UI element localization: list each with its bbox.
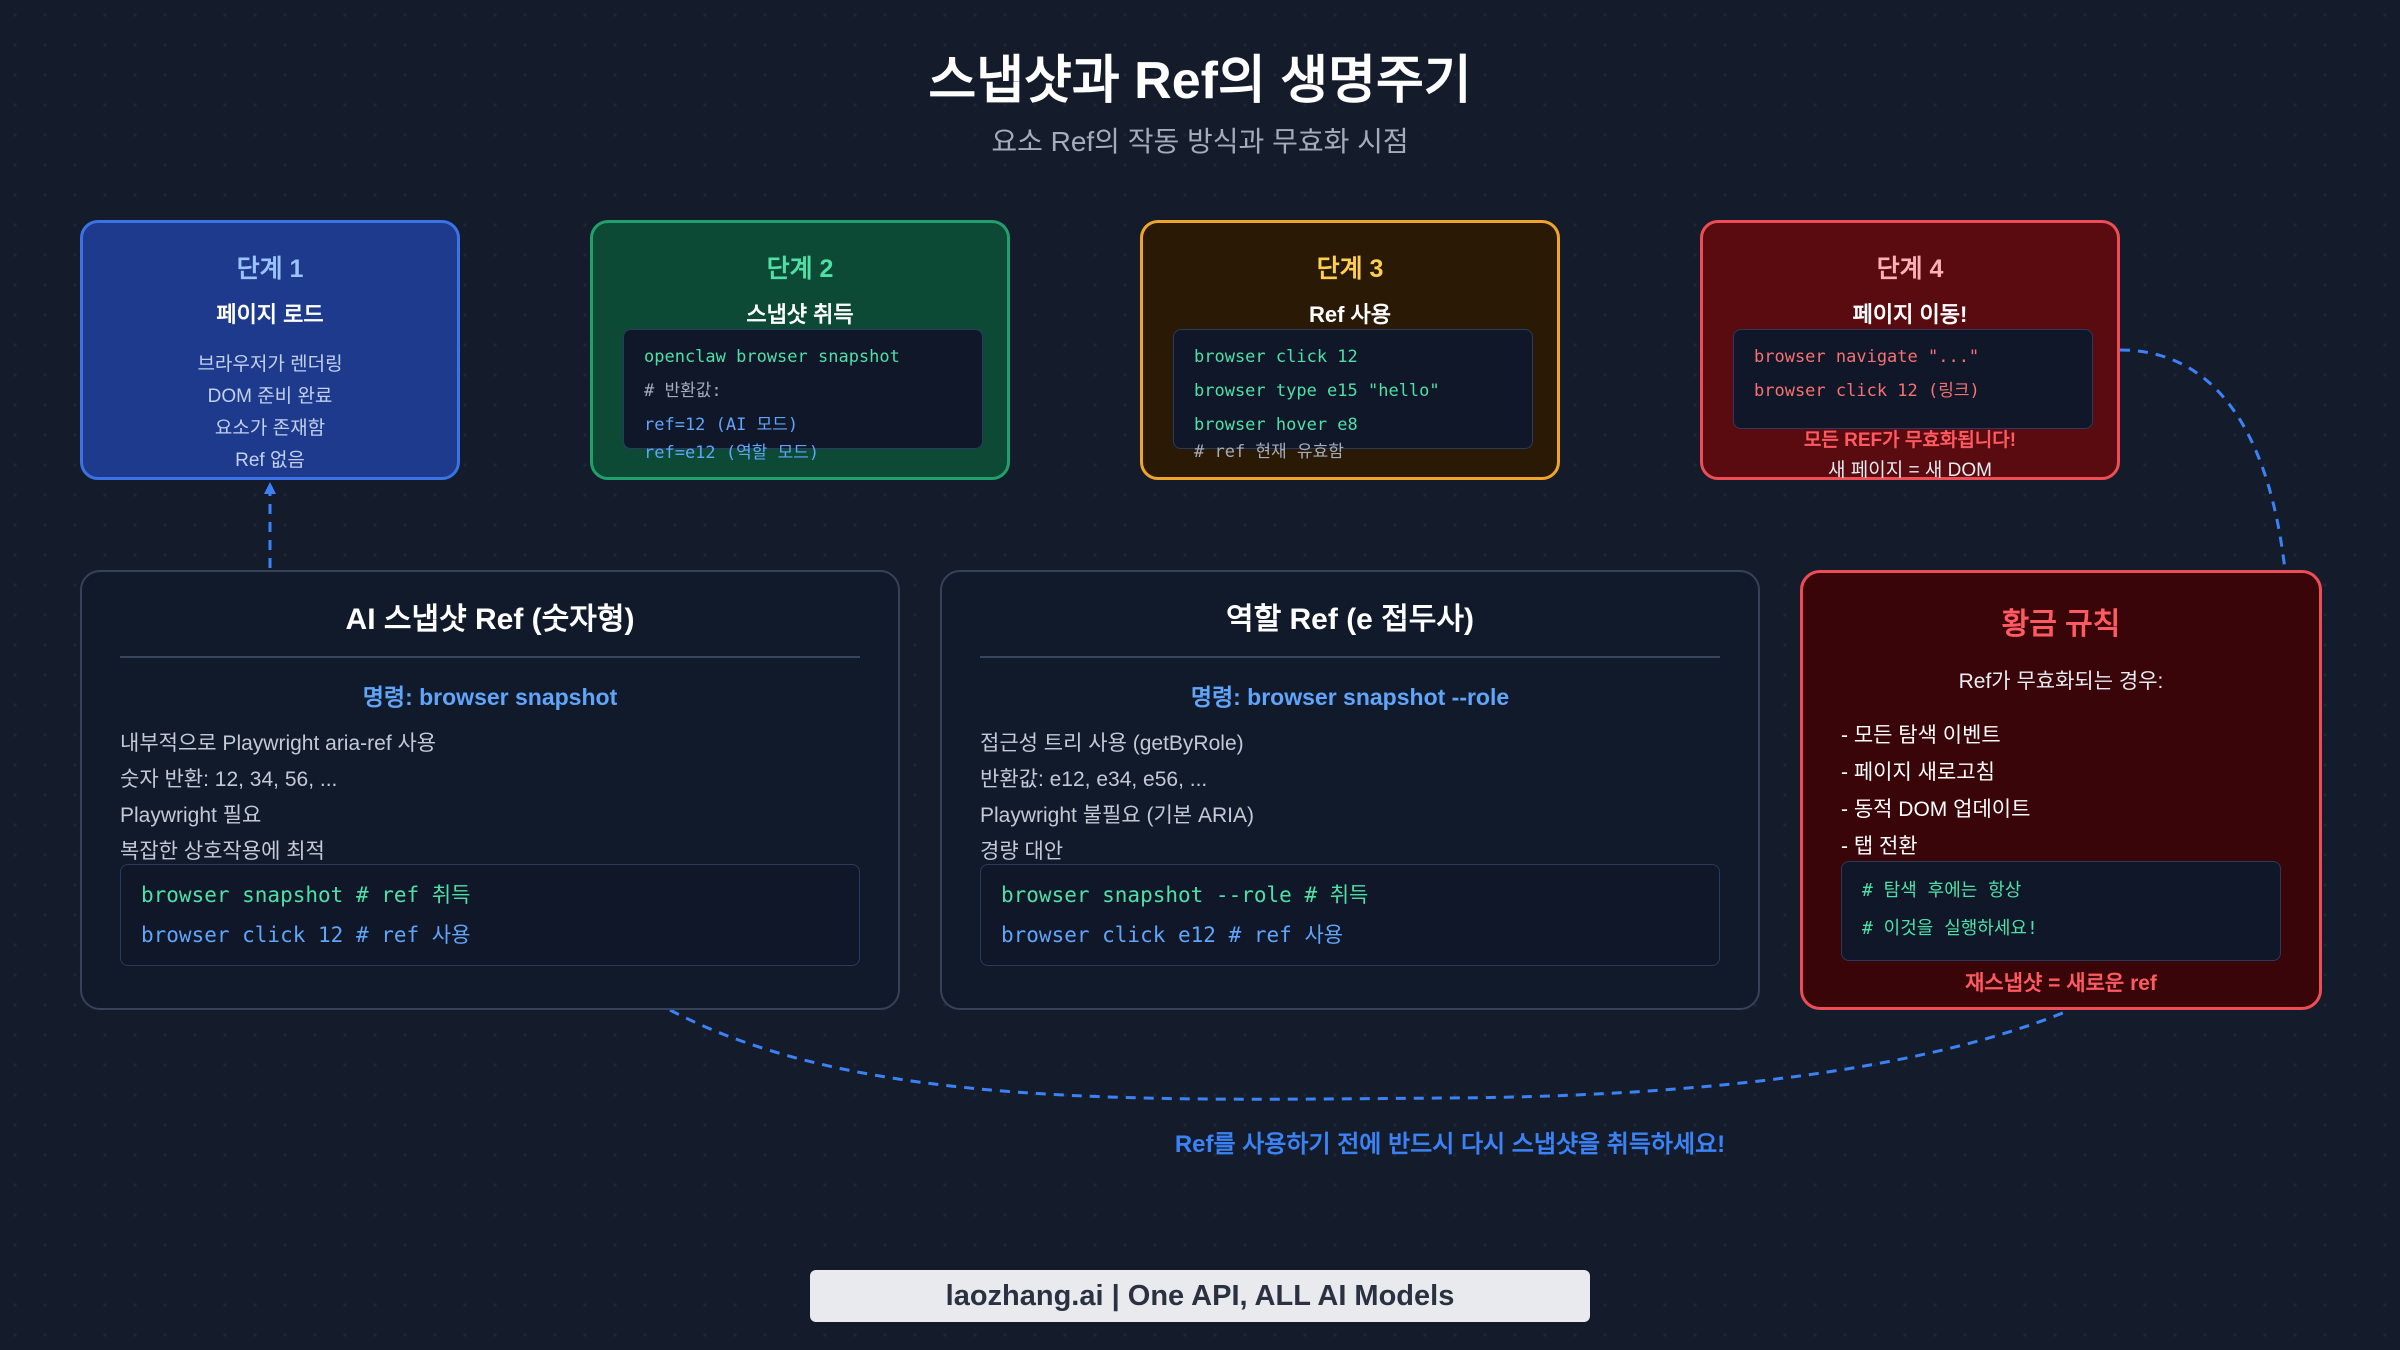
panel-command: 명령: browser snapshot --role (1190, 684, 1510, 710)
divider (120, 656, 860, 658)
panel-line: 경량 대안 (980, 840, 1064, 863)
stage-3-name: Ref 사용 (1308, 302, 1392, 327)
code-line: browser hover e8 (1194, 415, 1358, 435)
ai-snapshot-ref-panel: AI 스냅샷 Ref (숫자형) 명령: browser snapshot 내부… (80, 570, 900, 1010)
code-line: # ref 현재 유효함 (1194, 442, 1344, 462)
curve-bottom-loop (669, 1008, 2071, 1101)
page-subtitle: 요소 Ref의 작동 방식과 무효화 시점 (991, 126, 1409, 157)
code-line: # 이것을 실행하세요! (1862, 918, 2038, 939)
stage-1-name: 페이지 로드 (216, 302, 324, 327)
stage-4-code-box: browser navigate "..." browser click 12 … (1733, 329, 2093, 429)
stage-1-line: 요소가 존재함 (214, 418, 326, 439)
golden-rule-item: - 페이지 새로고침 (1841, 761, 1995, 784)
code-line: ref=e12 (역할 모드) (644, 443, 820, 463)
code-line: browser type e15 "hello" (1194, 381, 1440, 401)
stage-1-card: 단계 1 페이지 로드 브라우저가 렌더링 DOM 준비 완료 요소가 존재함 … (80, 220, 460, 480)
code-line: browser snapshot --role # 취득 (1001, 883, 1369, 907)
code-line: # 탐색 후에는 항상 (1862, 880, 2022, 901)
stage-2-name: 스냅샷 취득 (746, 302, 854, 327)
role-ref-panel: 역할 Ref (e 접두사) 명령: browser snapshot --ro… (940, 570, 1760, 1010)
code-line: browser navigate "..." (1754, 347, 1980, 367)
stage-3-card: 단계 3 Ref 사용 browser click 12 browser typ… (1140, 220, 1560, 480)
stage-1-number: 단계 1 (236, 255, 304, 283)
panel-title: 역할 Ref (e 접두사) (1225, 603, 1474, 636)
page-title: 스냅샷과 Ref의 생명주기 (928, 52, 1472, 110)
panel-code-box: browser snapshot # ref 취득 browser click … (120, 864, 860, 966)
code-line: browser click 12 # ref 사용 (141, 923, 471, 947)
stage-3-code-box: browser click 12 browser type e15 "hello… (1173, 329, 1533, 462)
code-line: browser click e12 # ref 사용 (1001, 923, 1344, 947)
golden-rule-panel: 황금 규칙 Ref가 무효화되는 경우: - 모든 탐색 이벤트 - 페이지 새… (1800, 570, 2322, 1010)
stage-2-code-box: openclaw browser snapshot # 반환값: ref=12 … (623, 329, 983, 463)
golden-rule-item: - 동적 DOM 업데이트 (1841, 798, 2031, 821)
golden-rule-footer: 재스냅샷 = 새로운 ref (1965, 972, 2157, 995)
stage-4-card: 단계 4 페이지 이동! browser navigate "..." brow… (1700, 220, 2120, 481)
code-line: browser snapshot # ref 취득 (141, 883, 471, 907)
code-line: # 반환값: (644, 381, 722, 401)
divider (980, 656, 1720, 658)
stage-1-line: Ref 없음 (235, 450, 305, 471)
panel-line: 복잡한 상호작용에 최적 (120, 840, 325, 863)
panel-line: 숫자 반환: 12, 34, 56, ... (120, 768, 338, 791)
stage-2-number: 단계 2 (766, 255, 834, 283)
stage-4-subtext: 새 페이지 = 새 DOM (1828, 460, 1992, 481)
code-line: openclaw browser snapshot (644, 347, 900, 367)
panel-line: 반환값: e12, e34, e56, ... (980, 768, 1208, 791)
golden-rule-subtitle: Ref가 무효화되는 경우: (1958, 670, 2164, 693)
code-line: ref=12 (AI 모드) (644, 415, 799, 435)
golden-rule-item: - 탭 전환 (1841, 835, 1918, 858)
golden-rule-item: - 모든 탐색 이벤트 (1841, 724, 2001, 747)
golden-rule-code-box: # 탐색 후에는 항상 # 이것을 실행하세요! (1841, 861, 2281, 961)
resnapshot-note: Ref를 사용하기 전에 반드시 다시 스냅샷을 취득하세요! (1174, 1131, 1726, 1158)
panel-line: 접근성 트리 사용 (getByRole) (980, 732, 1244, 755)
panel-code-box: browser snapshot --role # 취득 browser cli… (980, 864, 1720, 966)
panel-command: 명령: browser snapshot (362, 684, 618, 710)
code-line: browser click 12 (1194, 347, 1358, 367)
panel-line: Playwright 필요 (120, 804, 262, 827)
curve-stage4-to-rule (2119, 348, 2287, 571)
stage-4-name: 페이지 이동! (1852, 302, 1968, 327)
panel-line: Playwright 불필요 (기본 ARIA) (980, 804, 1254, 827)
footer-banner: laozhang.ai | One API, ALL AI Models (810, 1270, 1590, 1322)
stage-1-line: DOM 준비 완료 (207, 386, 333, 407)
panel-line: 내부적으로 Playwright aria-ref 사용 (120, 732, 437, 755)
stage-1-line: 브라우저가 렌더링 (197, 354, 343, 375)
stage-4-warning: 모든 REF가 무효화됩니다! (1803, 430, 2017, 451)
stage-2-card: 단계 2 스냅샷 취득 openclaw browser snapshot # … (590, 220, 1010, 480)
golden-rule-title: 황금 규칙 (2001, 608, 2121, 641)
code-line: browser click 12 (링크) (1754, 381, 1980, 401)
panel-title: AI 스냅샷 Ref (숫자형) (345, 603, 635, 636)
stage-3-number: 단계 3 (1316, 255, 1384, 283)
stage-4-number: 단계 4 (1876, 255, 1944, 283)
